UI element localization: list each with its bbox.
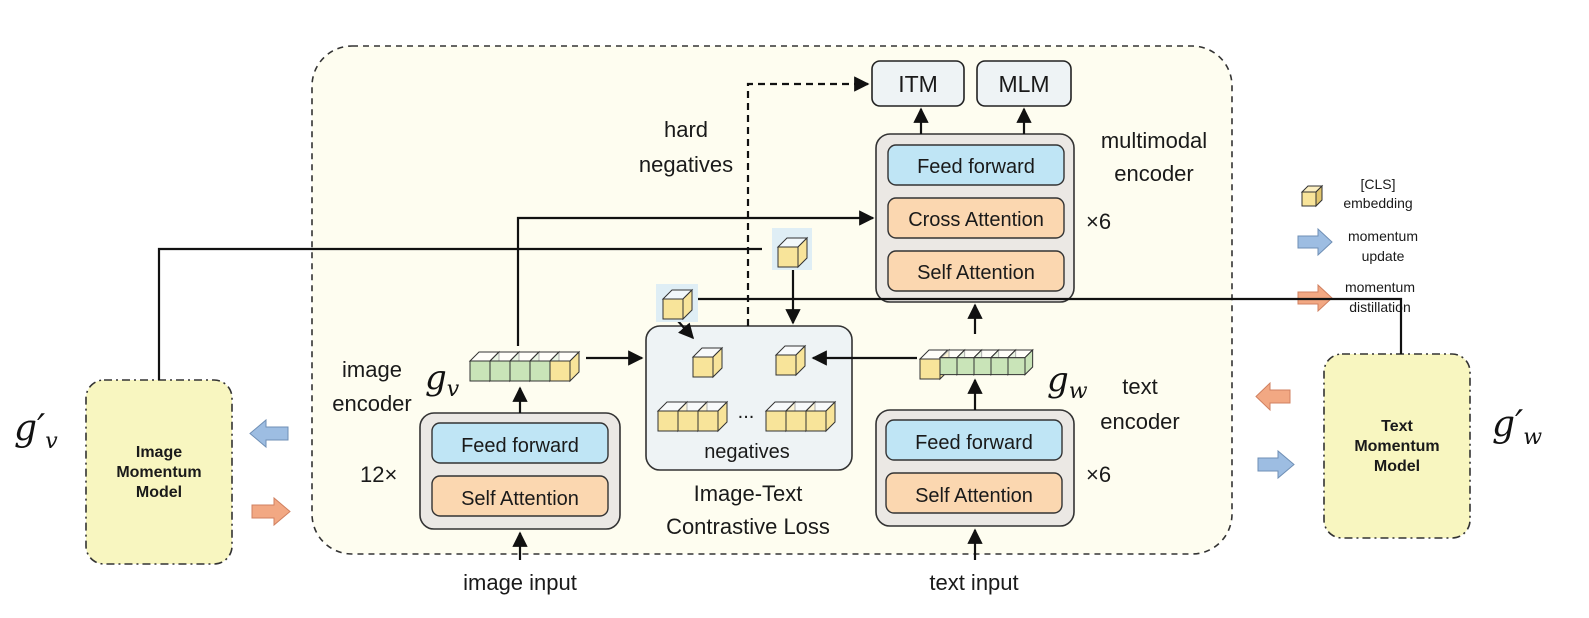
svg-text:ITM: ITM xyxy=(898,71,938,97)
multimodal-cross-attention xyxy=(887,197,1065,239)
momentum-image-cls-cube xyxy=(776,236,809,269)
text-momentum-symbol: g′w xyxy=(1492,404,1542,450)
svg-text:momentum: momentum xyxy=(1345,279,1415,295)
multimodal-encoder: Feed forward Cross Attention Self Attent… xyxy=(875,133,1075,303)
contrastive-loss-box: negatives ... xyxy=(645,325,853,471)
svg-text:MLM: MLM xyxy=(998,71,1049,97)
negative-token xyxy=(696,400,729,433)
image-feed-forward xyxy=(431,422,609,464)
text-feed-forward xyxy=(885,419,1063,461)
svg-text:update: update xyxy=(1362,248,1405,264)
legend-cls-cube-icon xyxy=(1300,184,1324,208)
svg-text:Self Attention: Self Attention xyxy=(917,262,1035,284)
image-momentum-model: Image Momentum Model xyxy=(85,379,233,565)
text-encoder-title-1: text xyxy=(1122,374,1157,399)
text-encoder-title-2: encoder xyxy=(1100,409,1180,434)
token-layer xyxy=(468,228,1034,433)
negatives-label: negatives xyxy=(704,441,790,463)
multimodal-encoder-title-1: multimodal xyxy=(1101,128,1207,153)
svg-text:Momentum: Momentum xyxy=(116,464,201,481)
image-self-attention xyxy=(431,475,609,517)
hard-negatives-label-2: negatives xyxy=(639,152,733,177)
contrastive-caption-1: Image-Text xyxy=(694,481,803,506)
contrastive-text-cls xyxy=(774,344,807,377)
contrastive-image-cls xyxy=(691,346,724,379)
text-momentum-distillation-arrow xyxy=(1255,381,1291,412)
multimodal-encoder-title-2: encoder xyxy=(1114,161,1194,186)
image-encoder-title-2: encoder xyxy=(332,391,412,416)
multimodal-repeat: ×6 xyxy=(1086,209,1111,234)
image-momentum-distillation-arrow xyxy=(251,496,291,527)
svg-text:Image: Image xyxy=(136,444,182,461)
image-to-cross-attention-arrow xyxy=(516,210,875,346)
image-momentum-symbol: g′v xyxy=(14,408,58,454)
svg-text:Feed forward: Feed forward xyxy=(915,432,1033,454)
image-repeat: 12× xyxy=(360,462,397,487)
svg-text:momentum: momentum xyxy=(1348,228,1418,244)
contrastive-caption-2: Contrastive Loss xyxy=(666,514,830,539)
negative-token xyxy=(804,400,837,433)
negatives-ellipsis: ... xyxy=(738,401,755,423)
image-momentum-feature-line xyxy=(157,247,762,380)
svg-text:embedding: embedding xyxy=(1343,195,1412,211)
hard-negatives-dashed-arrow xyxy=(746,76,870,326)
mlm-head: MLM xyxy=(976,60,1072,107)
text-momentum-update-arrow xyxy=(1257,449,1295,480)
svg-text:Momentum: Momentum xyxy=(1354,438,1439,455)
text-input-label: text input xyxy=(929,570,1018,595)
text-momentum-model: Text Momentum Model xyxy=(1323,353,1471,539)
text-self-attention xyxy=(885,472,1063,514)
multimodal-self-attention xyxy=(887,250,1065,292)
svg-text:Cross Attention: Cross Attention xyxy=(908,209,1044,231)
svg-text:Self Attention: Self Attention xyxy=(915,485,1033,507)
distill-to-image-cls-arrow xyxy=(677,320,695,340)
image-symbol: gv xyxy=(425,358,460,402)
svg-text:Self Attention: Self Attention xyxy=(461,488,579,510)
svg-text:[CLS]: [CLS] xyxy=(1360,176,1395,192)
momentum-text-cls-cube xyxy=(661,288,694,321)
text-symbol: gw xyxy=(1047,360,1088,404)
text-encoder: Feed forward Self Attention xyxy=(875,409,1075,527)
connectors xyxy=(157,76,1403,560)
itm-head: ITM xyxy=(871,60,965,107)
image-momentum-update-arrow xyxy=(249,418,289,449)
image-cls-token xyxy=(548,350,581,383)
svg-text:Feed forward: Feed forward xyxy=(461,435,579,457)
svg-text:Model: Model xyxy=(136,484,182,501)
text-repeat: ×6 xyxy=(1086,462,1111,487)
legend-blue-arrow-icon xyxy=(1297,227,1333,257)
text-token xyxy=(1006,348,1034,376)
svg-text:Text: Text xyxy=(1381,418,1413,435)
image-encoder: Feed forward Self Attention xyxy=(419,412,621,530)
svg-text:Model: Model xyxy=(1374,458,1420,475)
svg-text:Feed forward: Feed forward xyxy=(917,156,1035,178)
legend: [CLS] embedding momentum update momentum… xyxy=(1297,176,1418,315)
image-encoder-title-1: image xyxy=(342,357,402,382)
text-momentum-feature-line xyxy=(696,297,1403,354)
image-input-label: image input xyxy=(463,570,577,595)
svg-text:distillation: distillation xyxy=(1349,299,1410,315)
hard-negatives-label-1: hard xyxy=(664,117,708,142)
multimodal-feed-forward xyxy=(887,144,1065,186)
